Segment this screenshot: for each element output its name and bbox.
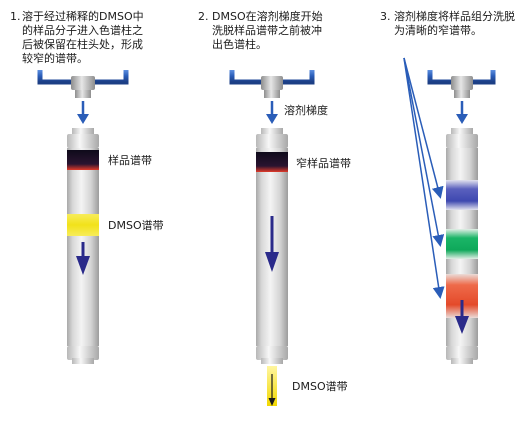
sample-band-label: 样品谱带: [108, 154, 152, 167]
band-pointer-lines: [403, 57, 445, 299]
solvent-gradient-label: 溶剂梯度: [284, 104, 328, 117]
step-2-caption: 2. DMSO在溶剂梯度开始 洗脱样品谱带之前被冲 出色谱柱。: [198, 10, 368, 52]
dmso-band: [67, 214, 99, 236]
flow-arrow: [455, 300, 469, 334]
step-text: DMSO在溶剂梯度开始 洗脱样品谱带之前被冲 出色谱柱。: [212, 10, 323, 51]
green-band: [446, 229, 478, 259]
step-3-caption: 3. 溶剂梯度将样品组分洗脱 为清晰的窄谱带。: [380, 10, 520, 38]
flow-arrow-small: [456, 101, 468, 124]
dmso-band-label: DMSO谱带: [108, 219, 164, 232]
column-bottom-cap: [256, 346, 288, 364]
column-top-cap: [446, 128, 478, 148]
step-text: 溶剂梯度将样品组分洗脱 为清晰的窄谱带。: [394, 10, 515, 37]
dmso-exit-stream: [267, 366, 277, 406]
inlet-tee-fitting: [229, 70, 315, 98]
sample-band: [67, 150, 99, 170]
flow-arrow: [265, 216, 279, 272]
column-1-assembly: [37, 70, 129, 364]
inlet-tee-fitting: [37, 70, 129, 98]
step-number: 1.: [10, 10, 21, 23]
column-top-cap: [256, 128, 288, 148]
column-2-assembly: [229, 70, 315, 406]
column-top-cap: [67, 128, 99, 148]
dmso-band-exit-label: DMSO谱带: [292, 380, 348, 393]
blue-band: [446, 180, 478, 210]
flow-arrow-small: [266, 101, 278, 124]
column-bottom-cap: [67, 346, 99, 364]
step-1-caption: 1. 溶于经过稀释的DMSO中 的样品分子进入色谱柱之 后被保留在柱头处，形成 …: [10, 10, 180, 66]
narrow-sample-band: [256, 152, 288, 172]
column-3-assembly: [403, 57, 496, 364]
step-text: 溶于经过稀释的DMSO中 的样品分子进入色谱柱之 后被保留在柱头处，形成 较窄的…: [22, 10, 144, 65]
flow-arrow-small: [77, 101, 89, 124]
narrow-sample-band-label: 窄样品谱带: [296, 157, 351, 170]
step-number: 2.: [198, 10, 209, 23]
step-number: 3.: [380, 10, 391, 23]
flow-arrow: [76, 242, 90, 275]
column-bottom-cap: [446, 346, 478, 364]
inlet-tee-fitting: [427, 70, 496, 98]
